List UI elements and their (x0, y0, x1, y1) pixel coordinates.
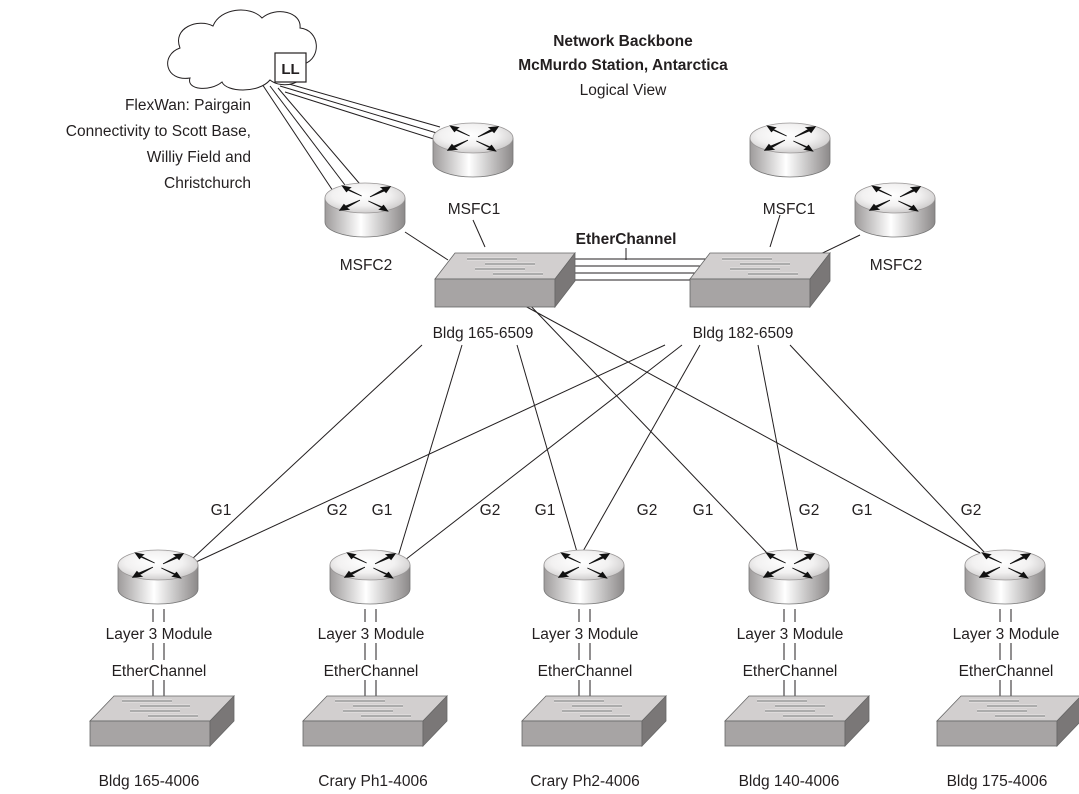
router-icon (544, 550, 624, 604)
router-icon (325, 183, 405, 237)
left-core-switch-label: Bldg 165-6509 (433, 325, 534, 342)
g1-label: G1 (535, 502, 556, 519)
right-msfc1-label: MSFC1 (763, 201, 816, 218)
switch-icon (88, 694, 236, 748)
g1-label: G1 (693, 502, 714, 519)
layer3-module-label: Layer 3 Module (106, 626, 213, 643)
router-icon (118, 550, 198, 604)
access-switch-label: Bldg 175-4006 (947, 773, 1048, 790)
etherchannel-core-label: EtherChannel (576, 231, 677, 248)
g2-label: G2 (637, 502, 658, 519)
g2-label: G2 (799, 502, 820, 519)
g1-label: G1 (372, 502, 393, 519)
switch-icon (723, 694, 871, 748)
router-icon (330, 550, 410, 604)
g2-label: G2 (327, 502, 348, 519)
access-column-3: G1 G2 Layer 3 Module EtherChannel Crary … (520, 502, 668, 790)
access-column-4: G1 G2 Layer 3 Module EtherChannel Bldg 1… (693, 502, 871, 790)
leased-line-label: LL (281, 61, 299, 78)
diagram-title: Network Backbone (553, 33, 693, 50)
access-column-1: G1 G2 Layer 3 Module EtherChannel Bldg 1… (88, 502, 348, 790)
switch-icon (688, 251, 832, 309)
diagram-subtitle: McMurdo Station, Antarctica (518, 57, 728, 74)
layer3-module-label: Layer 3 Module (318, 626, 425, 643)
diagram-view-label: Logical View (580, 82, 668, 99)
left-msfc1-label: MSFC1 (448, 201, 501, 218)
g2-label: G2 (961, 502, 982, 519)
flexwan-text-line3: Williy Field and (147, 149, 251, 166)
connection-lines (152, 79, 1012, 697)
access-switch-label: Crary Ph2-4006 (530, 773, 639, 790)
switch-icon (935, 694, 1079, 748)
router-icon (433, 123, 513, 177)
g1-label: G1 (852, 502, 873, 519)
router-icon (750, 123, 830, 177)
g1-label: G1 (211, 502, 232, 519)
etherchannel-label: EtherChannel (959, 663, 1054, 680)
etherchannel-label: EtherChannel (324, 663, 419, 680)
flexwan-text-line1: FlexWan: Pairgain (125, 97, 251, 114)
access-switch-label: Bldg 165-4006 (99, 773, 200, 790)
etherchannel-label: EtherChannel (112, 663, 207, 680)
router-icon (855, 183, 935, 237)
g2-label: G2 (480, 502, 501, 519)
router-icon (965, 550, 1045, 604)
leased-line-icon (274, 52, 307, 83)
switch-icon (433, 251, 577, 309)
right-core-switch-label: Bldg 182-6509 (693, 325, 794, 342)
access-column-5: G1 G2 Layer 3 Module EtherChannel Bldg 1… (852, 502, 1079, 790)
layer3-module-label: Layer 3 Module (953, 626, 1060, 643)
flexwan-text-line2: Connectivity to Scott Base, (66, 123, 251, 140)
switch-icon (520, 694, 668, 748)
etherchannel-label: EtherChannel (538, 663, 633, 680)
access-switch-label: Bldg 140-4006 (739, 773, 840, 790)
left-msfc2-label: MSFC2 (340, 257, 393, 274)
right-msfc2-label: MSFC2 (870, 257, 923, 274)
switch-icon (301, 694, 449, 748)
access-column-2: G1 G2 Layer 3 Module EtherChannel Crary … (301, 502, 501, 790)
layer3-module-label: Layer 3 Module (532, 626, 639, 643)
flexwan-text-line4: Christchurch (164, 175, 251, 192)
layer3-module-label: Layer 3 Module (737, 626, 844, 643)
router-icon (749, 550, 829, 604)
access-switch-label: Crary Ph1-4006 (318, 773, 427, 790)
etherchannel-label: EtherChannel (743, 663, 838, 680)
